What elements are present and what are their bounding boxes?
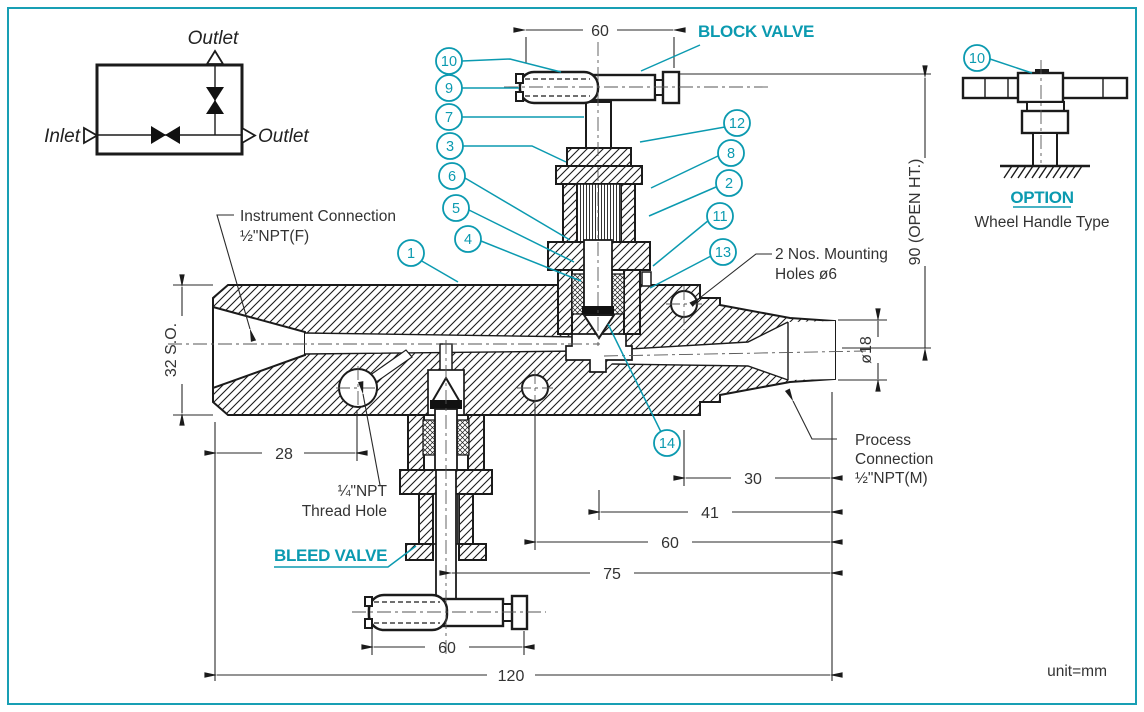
svg-text:2: 2 (725, 176, 733, 192)
option-title: OPTION (1010, 188, 1073, 207)
svg-text:9: 9 (445, 81, 453, 97)
svg-text:6: 6 (448, 169, 456, 185)
page-border (7, 7, 1137, 705)
callout-8: 8 (717, 139, 745, 167)
svg-text:4: 4 (464, 232, 472, 248)
dim-port-diameter: ø18 (858, 336, 875, 364)
callout-4: 4 (454, 225, 482, 253)
outlet-right-label: Outlet (258, 126, 309, 147)
dim-60-right: 60 (661, 535, 679, 552)
callout-3: 3 (436, 132, 464, 160)
svg-text:7: 7 (445, 110, 453, 126)
wheel-handle-option (961, 69, 1129, 179)
wheel-handle-hub (1016, 71, 1065, 104)
callout-11: 11 (706, 202, 734, 230)
flow-schematic: Outlet Inlet Outlet (44, 28, 309, 156)
instrument-connection-label-1: Instrument Connection (240, 208, 396, 225)
instrument-connection-label-2: ½"NPT(F) (240, 228, 309, 245)
wheel-handle-stem (1032, 132, 1058, 167)
bleed-packing (422, 419, 436, 456)
option-subtitle: Wheel Handle Type (975, 214, 1110, 231)
callout-12: 12 (723, 109, 751, 137)
block-bonnet-threads (576, 183, 622, 243)
callout-2: 2 (715, 169, 743, 197)
callout-1: 1 (397, 239, 425, 267)
callout-5: 5 (442, 194, 470, 222)
callout-13: 13 (709, 238, 737, 266)
outlet-top-arrow-icon (205, 49, 225, 65)
dim-120: 120 (498, 668, 525, 685)
unit-note: unit=mm (1047, 663, 1107, 680)
block-valve-assembly (515, 70, 681, 340)
dim-75: 75 (603, 566, 621, 583)
block-packing-nut (555, 165, 643, 185)
svg-text:12: 12 (729, 116, 745, 132)
svg-text:10: 10 (969, 51, 985, 67)
manifold-body (212, 284, 836, 416)
svg-text:13: 13 (715, 245, 731, 261)
dim-open-height: 90 (OPEN HT.) (907, 159, 924, 266)
inlet-label: Inlet (44, 126, 81, 147)
callout-option-10: 10 (963, 44, 991, 72)
outlet-top-label: Outlet (188, 28, 239, 49)
right-bore (612, 321, 835, 380)
block-valve-label: BLOCK VALVE (698, 22, 814, 41)
svg-text:10: 10 (441, 54, 457, 70)
svg-text:5: 5 (452, 201, 460, 217)
callout-9: 9 (435, 74, 463, 102)
inline-valve-symbol-icon (151, 126, 166, 144)
dim-28: 28 (275, 446, 293, 463)
dim-handle-width-top: 60 (591, 23, 609, 40)
mounting-holes-label-2: Holes ø6 (775, 266, 837, 283)
svg-text:14: 14 (659, 436, 675, 452)
dimensions: 60 90 (OPEN HT.) 32 S.O. ø18 28 30 41 60… (163, 23, 931, 685)
process-connection-label-2: Connection (855, 451, 933, 468)
block-stem (585, 101, 612, 153)
annotations: Instrument Connection ½"NPT(F) 2 Nos. Mo… (216, 208, 1107, 680)
block-seat-chamber (565, 333, 633, 373)
inlet-arrow-icon (83, 126, 99, 145)
bonnet-pin (641, 271, 652, 287)
svg-text:1: 1 (407, 246, 415, 262)
block-needle-tip (582, 314, 616, 340)
mounting-holes-label-1: 2 Nos. Mounting (775, 246, 888, 263)
dim-30: 30 (744, 471, 762, 488)
svg-text:11: 11 (712, 209, 727, 225)
svg-text:8: 8 (727, 146, 735, 162)
outlet-right-arrow-icon (241, 126, 257, 145)
dim-60-bottom: 60 (438, 640, 456, 657)
callout-6: 6 (438, 162, 466, 190)
bleed-handle-sleeve (367, 593, 449, 632)
process-connection-label-1: Process (855, 432, 911, 449)
dim-body-height: 32 S.O. (163, 323, 180, 377)
callout-7: 7 (435, 103, 463, 131)
bleed-handle-cap (510, 594, 529, 631)
wheel-handle-nut (1020, 109, 1070, 135)
bleed-needle-disc (430, 400, 462, 409)
block-valve-symbol-icon (206, 87, 224, 101)
callout-14: 14 (653, 429, 681, 457)
thread-hole-label-2: Thread Hole (302, 503, 387, 520)
block-handle-cap (661, 70, 681, 105)
instrument-port-cone (212, 305, 306, 390)
dim-41: 41 (701, 505, 719, 522)
thread-hole-label-1: ¼"NPT (338, 483, 388, 500)
svg-text:3: 3 (446, 139, 454, 155)
callouts: 10 9 7 3 6 5 4 1 12 8 2 11 13 14 10 BLOC… (274, 22, 1110, 568)
callout-10: 10 (435, 47, 463, 75)
bleed-valve-label: BLEED VALVE (274, 546, 387, 565)
block-handle-sleeve (518, 70, 600, 105)
process-connection-label-3: ½"NPT(M) (855, 470, 928, 487)
